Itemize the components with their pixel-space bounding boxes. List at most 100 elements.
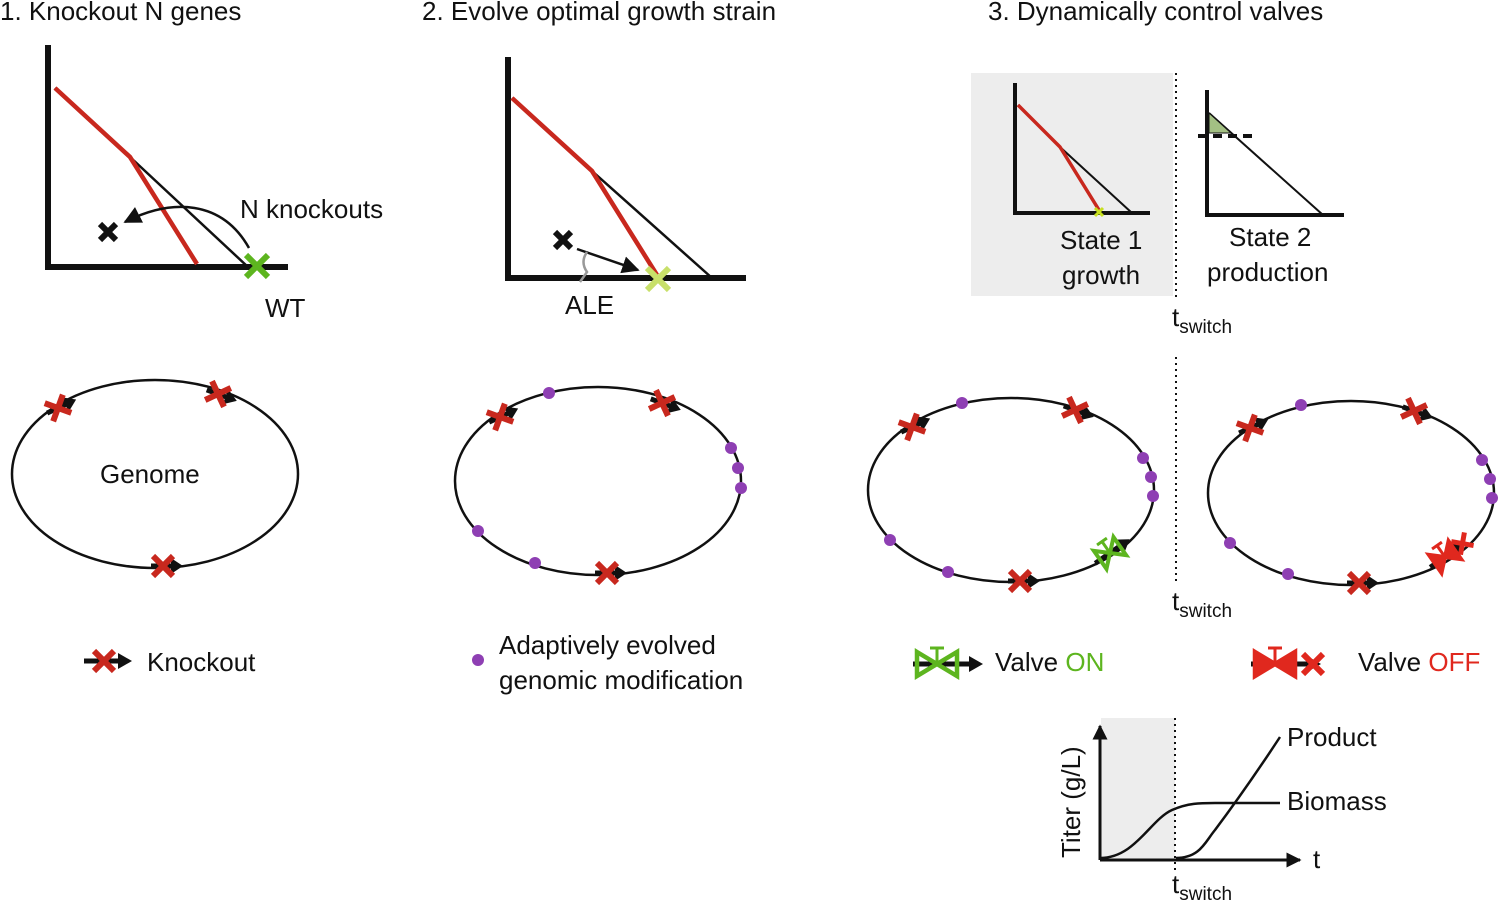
- panel-1-genome: Genome: [10, 378, 300, 579]
- modification-dot-icon: [1486, 492, 1498, 504]
- modification-dot-icon: [1484, 473, 1496, 485]
- knockout-gene-icon: [485, 402, 519, 432]
- modification-dot-icon: [735, 482, 747, 494]
- tswitch-main: t: [1172, 586, 1180, 616]
- knockout-legend-label: Knockout: [147, 647, 256, 677]
- tswitch-sub: switch: [1179, 317, 1232, 338]
- modification-dot-icon: [942, 566, 954, 578]
- knockout-gene-icon: [594, 560, 627, 586]
- tswitch-label-top: tswitch: [1172, 302, 1232, 338]
- evolved-optimum-x-icon: [644, 265, 672, 293]
- modification-dot-icon: [1145, 471, 1157, 483]
- biomass-curve: [1099, 801, 1280, 860]
- valve-on-word: ON: [1065, 647, 1104, 677]
- state-1-shaded-background: [971, 73, 1173, 296]
- n-knockouts-label: N knockouts: [240, 194, 383, 224]
- tswitch-label-bottom: tswitch: [1172, 869, 1232, 905]
- valve-off-label: Valve OFF: [1358, 647, 1480, 677]
- wt-label: WT: [265, 293, 306, 323]
- valve-on-legend: Valve ON: [913, 646, 1104, 680]
- modification-dot-icon: [472, 525, 484, 537]
- pre-ale-point-icon: [552, 229, 574, 251]
- modification-legend-dot-icon: [472, 654, 484, 666]
- valve-on-legend-icon: [913, 646, 983, 680]
- panel-2-evolved-envelope: [510, 96, 659, 277]
- panel-1-knockout-envelope: [53, 86, 199, 266]
- state-2-plot: State 2 production: [1198, 90, 1344, 287]
- valve-off-legend: Valve OFF: [1251, 646, 1480, 680]
- wt-optimum-x-icon: [243, 252, 271, 280]
- modification-dot-icon: [1137, 452, 1149, 464]
- modification-legend-line-1: Adaptively evolved: [499, 630, 716, 660]
- modification-dot-icon: [1295, 399, 1307, 411]
- state-1-line-2: growth: [1062, 260, 1140, 290]
- titer-chart-ylabel: Titer (g/L): [1056, 746, 1086, 858]
- state-1-line-1: State 1: [1060, 225, 1142, 255]
- panel-3: 3. Dynamically control valves State 1 gr…: [866, 0, 1498, 905]
- panel-2-axes: [505, 57, 746, 281]
- product-label: Product: [1287, 722, 1377, 752]
- state-2-production-region: [1208, 111, 1233, 134]
- tswitch-sub: switch: [1179, 884, 1232, 905]
- knockout-gene-icon: [1235, 413, 1269, 443]
- panel-1: 1. Knockout N genes N knockouts WT Genom…: [0, 0, 383, 677]
- panel-1-axes: [45, 45, 288, 270]
- valve-on-prefix: Valve: [995, 647, 1065, 677]
- knockout-gene-icon: [647, 388, 681, 418]
- knockout-gene-icon: [897, 412, 931, 442]
- valve-off-legend-icon: [1251, 646, 1326, 680]
- state-2-line-2: production: [1207, 257, 1328, 287]
- state-1-genome: [866, 395, 1159, 594]
- biomass-label: Biomass: [1287, 786, 1387, 816]
- panel-1-flux-plot: N knockouts WT: [45, 45, 383, 323]
- panel-2-flux-plot: ALE: [505, 57, 746, 320]
- knockout-legend: Knockout: [84, 647, 256, 677]
- valve-off-icon: [1424, 531, 1475, 578]
- tswitch-label-middle: tswitch: [1172, 586, 1232, 622]
- knockout-gene-icon: [1346, 570, 1379, 596]
- titer-chart-xlabel: t: [1313, 844, 1321, 874]
- ale-label: ALE: [565, 290, 614, 320]
- modification-dot-icon: [725, 442, 737, 454]
- valve-on-label: Valve ON: [995, 647, 1104, 677]
- panel-1-heading: 1. Knockout N genes: [0, 0, 241, 26]
- titer-chart-growth-shading: [1101, 718, 1175, 860]
- knockout-gene-icon: [1399, 396, 1433, 426]
- modification-dot-icon: [956, 397, 968, 409]
- state-2-axes: [1205, 90, 1344, 217]
- modification-legend: Adaptively evolved genomic modification: [472, 630, 743, 695]
- tswitch-sub: switch: [1179, 601, 1232, 622]
- modification-dot-icon: [732, 462, 744, 474]
- knockout-gene-icon: [1060, 395, 1094, 425]
- modification-dot-icon: [1476, 454, 1488, 466]
- panel-2-heading: 2. Evolve optimal growth strain: [422, 0, 776, 26]
- modification-legend-line-2: genomic modification: [499, 665, 743, 695]
- modification-dot-icon: [529, 557, 541, 569]
- knockout-gene-icon: [203, 379, 237, 409]
- valve-off-prefix: Valve: [1358, 647, 1428, 677]
- panel-2-genome: [453, 385, 747, 586]
- knockout-gene-icon: [43, 393, 77, 423]
- knockout-point-icon: [97, 221, 119, 243]
- knockout-gene-icon: [150, 553, 183, 579]
- valve-off-word: OFF: [1428, 647, 1480, 677]
- tswitch-main: t: [1172, 869, 1180, 899]
- panel-3-heading: 3. Dynamically control valves: [988, 0, 1323, 26]
- state-2-line-1: State 2: [1229, 222, 1311, 252]
- state-1-axes: [1013, 83, 1150, 215]
- modification-dot-icon: [1147, 490, 1159, 502]
- state-1-optimum-x-icon: [1093, 206, 1105, 218]
- genome-label: Genome: [100, 459, 200, 489]
- panel-2: 2. Evolve optimal growth strain ALE: [422, 0, 776, 695]
- state-2-genome: [1206, 396, 1498, 596]
- valve-on-icon: [1089, 532, 1131, 574]
- modification-dot-icon: [884, 534, 896, 546]
- modification-dot-icon: [1282, 568, 1294, 580]
- state-1-plot: State 1 growth: [971, 73, 1173, 296]
- modification-dot-icon: [543, 387, 555, 399]
- knockout-curved-arrow: [123, 205, 251, 249]
- state-1-growth-envelope: [1016, 103, 1101, 211]
- modification-dot-icon: [1224, 537, 1236, 549]
- tswitch-main: t: [1172, 302, 1180, 332]
